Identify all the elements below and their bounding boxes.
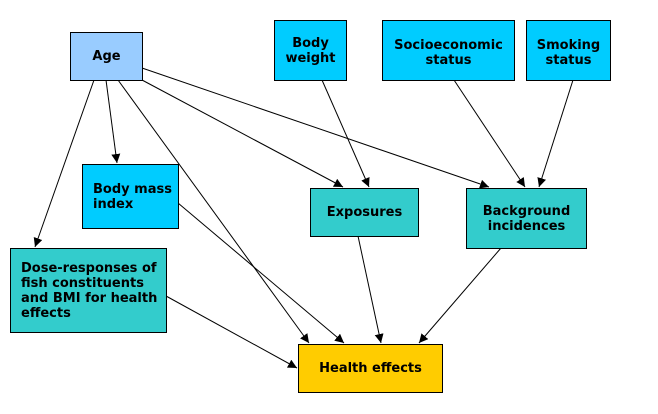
node-health-effects: Health effects xyxy=(298,344,443,393)
node-smoking-status: Smoking status xyxy=(526,20,611,81)
node-exposures-label: Exposures xyxy=(326,205,403,220)
node-background-incidences: Background incidences xyxy=(466,188,587,249)
edge-age-to-dose xyxy=(33,79,95,248)
node-body-weight: Body weight xyxy=(274,20,347,81)
node-body-weight-label: Body weight xyxy=(285,35,336,66)
node-health-effects-label: Health effects xyxy=(319,361,422,376)
node-exposures: Exposures xyxy=(310,188,419,237)
node-body-mass-index: Body mass index xyxy=(82,164,179,229)
node-socioeconomic-status: Socioeconomic status xyxy=(382,20,515,81)
edge-background-to-health xyxy=(418,247,502,344)
edge-socioeconomic-to-background xyxy=(453,79,526,188)
edge-age-to-background xyxy=(141,67,490,189)
edge-age-to-bmi xyxy=(105,79,121,164)
node-dose-responses: Dose-responses of fish constituents and … xyxy=(10,248,167,333)
edge-bmi-to-health xyxy=(177,202,345,344)
edge-body-weight-to-exposures xyxy=(321,79,370,188)
edge-exposures-to-health xyxy=(357,235,384,344)
edge-age-to-exposures xyxy=(141,79,344,188)
node-socioeconomic-status-label: Socioeconomic status xyxy=(394,38,503,68)
node-body-mass-index-label: Body mass index xyxy=(93,181,172,212)
edge-smoking-to-background xyxy=(537,79,574,188)
node-dose-responses-label: Dose-responses of fish constituents and … xyxy=(21,260,158,321)
edge-dose-to-health xyxy=(165,295,298,369)
node-background-incidences-label: Background incidences xyxy=(482,203,571,234)
node-smoking-status-label: Smoking status xyxy=(536,38,601,68)
node-age: Age xyxy=(70,32,143,81)
edge-age-to-health xyxy=(117,79,310,344)
node-age-label: Age xyxy=(92,49,121,64)
